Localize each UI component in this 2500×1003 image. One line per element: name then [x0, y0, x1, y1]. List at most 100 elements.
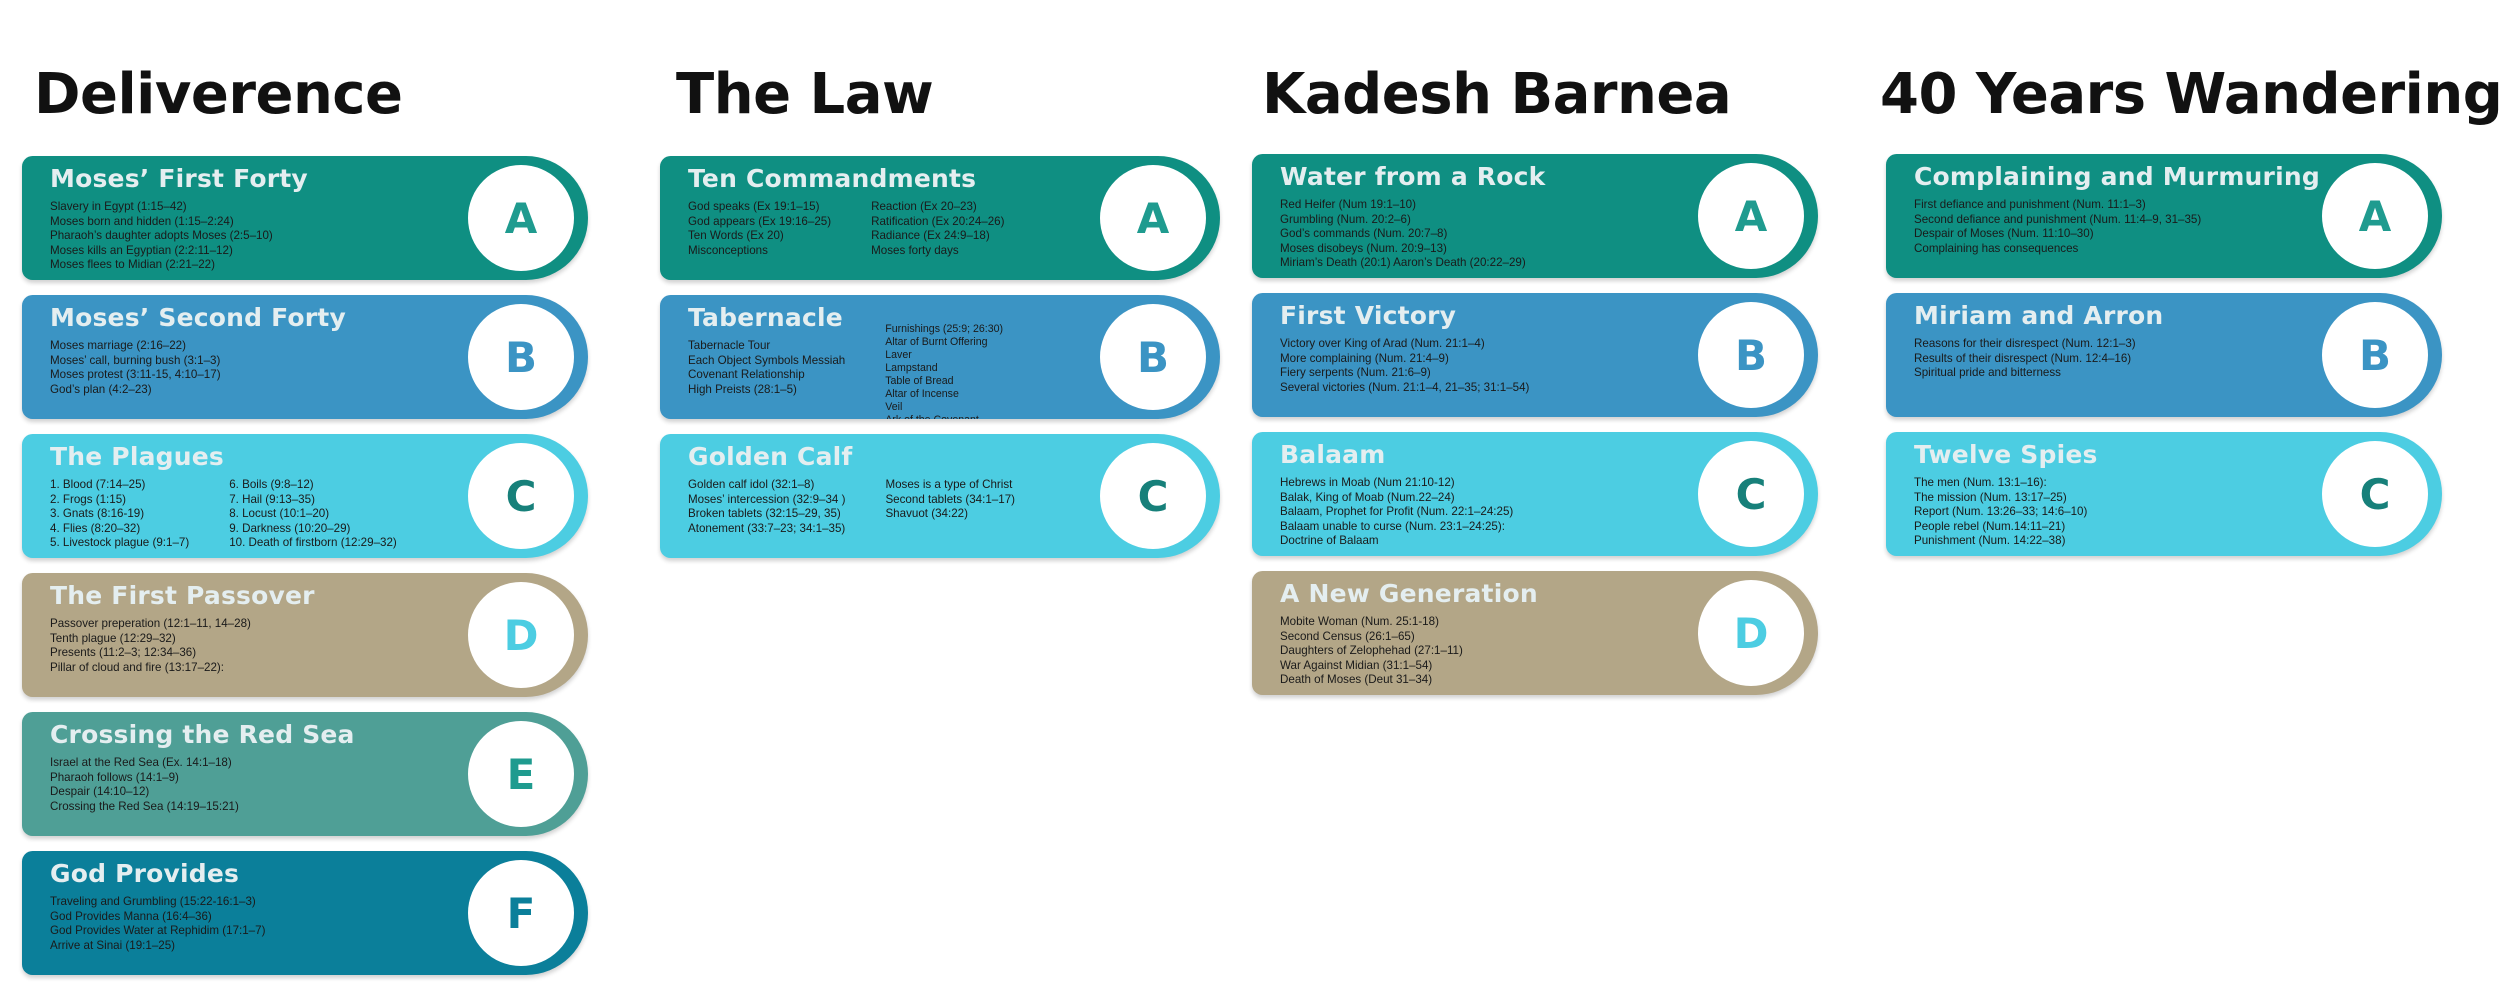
card-line: Complaining has consequences — [1914, 241, 2079, 255]
card-line: Ten Words (Ex 20) — [688, 229, 784, 243]
card-line: Crossing the Red Sea (14:19–15:21) — [50, 799, 239, 813]
card-line: Victory over King of Arad (Num. 21:1–4) — [1280, 337, 1485, 350]
card-line: God appears (Ex 19:16–25) — [688, 214, 832, 228]
card-line: 5. Livestock plague (9:1–7) — [50, 536, 190, 550]
card-line: The men (Num. 13:1–16): — [1914, 476, 2047, 489]
card-line: Mobite Woman (Num. 25:1-18) — [1280, 615, 1439, 628]
badge-letter: D — [1733, 608, 1769, 658]
letter-badge: C — [468, 443, 574, 549]
card-line: Laver — [885, 349, 912, 361]
letter-badge: C — [2322, 441, 2428, 547]
card-line: God’s plan (4:2–23) — [50, 382, 152, 396]
card-line: 1. Blood (7:14–25) — [50, 478, 146, 491]
badge-letter: A — [504, 193, 538, 243]
card-body-column: Passover preperation (12:1–11, 14–28)Ten… — [50, 617, 251, 675]
card-line: Moses born and hidden (1:15–2:24) — [50, 214, 234, 228]
card-body-column: Hebrews in Moab (Num 21:10-12)Balak, Kin… — [1280, 476, 1513, 549]
card-body: Golden calf idol (32:1–8)Moses’ interces… — [688, 478, 1090, 536]
card-line: Despair (14:10–12) — [50, 785, 150, 799]
badge-letter: D — [503, 610, 539, 660]
card-line: Second defiance and punishment (Num. 11:… — [1914, 212, 2202, 226]
card-line: Second Census (26:1–65) — [1280, 629, 1415, 643]
card-line: Doctrine of Balaam — [1280, 534, 1379, 548]
letter-badge: B — [1100, 304, 1206, 410]
card-line: Tabernacle Tour — [688, 339, 771, 352]
card-title: Twelve Spies — [1914, 440, 2098, 469]
letter-badge: B — [468, 304, 574, 410]
card-title: Miriam and Arron — [1914, 301, 2164, 330]
card-title: Balaam — [1280, 440, 1386, 469]
card-line: God Provides Manna (16:4–36) — [50, 909, 212, 923]
card-title: The First Passover — [50, 581, 315, 610]
letter-badge: C — [1698, 441, 1804, 547]
card-line: Misconceptions — [688, 243, 768, 257]
card-body: First defiance and punishment (Num. 11:1… — [1914, 198, 2312, 256]
card-line: Furnishings (25:9; 26:30) — [885, 323, 1004, 335]
letter-badge: B — [1698, 302, 1804, 408]
card-line: Ark of the Covenant — [885, 414, 1003, 419]
card-line: Tenth plague (12:29–32) — [50, 631, 176, 645]
card-line: Altar of Burnt Offering — [885, 336, 988, 348]
card-line: Miriam’s Death (20:1) Aaron’s Death (20:… — [1280, 256, 1526, 270]
card-body-column: Moses marriage (2:16–22)Moses’ call, bur… — [50, 339, 221, 397]
card-body-column: Reasons for their disrespect (Num. 12:1–… — [1914, 337, 2136, 381]
card-line: Covenant Relationship — [688, 368, 805, 382]
card-line: First defiance and punishment (Num. 11:1… — [1914, 198, 2146, 211]
card-body: Mobite Woman (Num. 25:1-18)Second Census… — [1280, 615, 1688, 688]
card-line: 7. Hail (9:13–35) — [229, 492, 315, 506]
card-body: Red Heifer (Num 19:1–10)Grumbling (Num. … — [1280, 198, 1688, 271]
badge-letter: A — [1136, 193, 1170, 243]
card-body-column: Mobite Woman (Num. 25:1-18)Second Census… — [1280, 615, 1463, 688]
card-body: Hebrews in Moab (Num 21:10-12)Balak, Kin… — [1280, 476, 1688, 549]
card-line: Daughters of Zelophehad (27:1–11) — [1280, 644, 1463, 658]
card-body-column: Red Heifer (Num 19:1–10)Grumbling (Num. … — [1280, 198, 1526, 271]
card-line: Veil — [885, 401, 903, 413]
letter-badge: E — [468, 721, 574, 827]
card-line: Pharaoh’s daughter adopts Moses (2:5–10) — [50, 229, 273, 243]
card-body: The men (Num. 13:1–16):The mission (Num.… — [1914, 476, 2312, 549]
card-body-column: Israel at the Red Sea (Ex. 14:1–18)Phara… — [50, 756, 239, 814]
badge-letter: A — [2358, 191, 2392, 241]
card-line: Punishment (Num. 14:22–38) — [1914, 534, 2066, 548]
card-line: Pharaoh follows (14:1–9) — [50, 770, 179, 784]
card-body: God speaks (Ex 19:1–15)God appears (Ex 1… — [688, 200, 1090, 258]
card-line: Israel at the Red Sea (Ex. 14:1–18) — [50, 756, 232, 769]
card-line: Moses’ call, burning bush (3:1–3) — [50, 353, 221, 367]
card-line: Moses forty days — [871, 243, 959, 257]
card-line: Ratification (Ex 20:24–26) — [871, 214, 1005, 228]
badge-letter: B — [1734, 330, 1767, 380]
letter-badge: F — [468, 860, 574, 966]
card-title: Moses’ Second Forty — [50, 303, 346, 332]
card-line: Moses protest (3:11-15, 4:10–17) — [50, 368, 221, 382]
letter-badge: C — [1100, 443, 1206, 549]
card-title: God Provides — [50, 859, 240, 888]
letter-badge: B — [2322, 302, 2428, 408]
card-line: Reasons for their disrespect (Num. 12:1–… — [1914, 337, 2136, 350]
card-title: Tabernacle — [688, 303, 843, 332]
letter-badge: D — [468, 582, 574, 688]
card-body-column: First defiance and punishment (Num. 11:1… — [1914, 198, 2201, 256]
card-line: God’s commands (Num. 20:7–8) — [1280, 227, 1448, 241]
card-line: Radiance (Ex 24:9–18) — [871, 229, 990, 243]
card-line: Pillar of cloud and fire (13:17–22): — [50, 660, 225, 674]
card-title: A New Generation — [1280, 579, 1538, 608]
card-line: Traveling and Grumbling (15:22-16:1–3) — [50, 895, 256, 908]
card-line: Moses marriage (2:16–22) — [50, 339, 186, 352]
card-body-column: God speaks (Ex 19:1–15)God appears (Ex 1… — [688, 200, 831, 258]
card-title: The Plagues — [50, 442, 225, 471]
card-line: Moses’ intercession (32:9–34 ) — [688, 492, 846, 506]
card-line: Golden calf idol (32:1–8) — [688, 478, 815, 491]
card-title: Complaining and Murmuring — [1914, 162, 2320, 191]
column-title: Kadesh Barnea — [1262, 62, 1732, 127]
card-line: 8. Locust (10:1–20) — [229, 507, 330, 521]
